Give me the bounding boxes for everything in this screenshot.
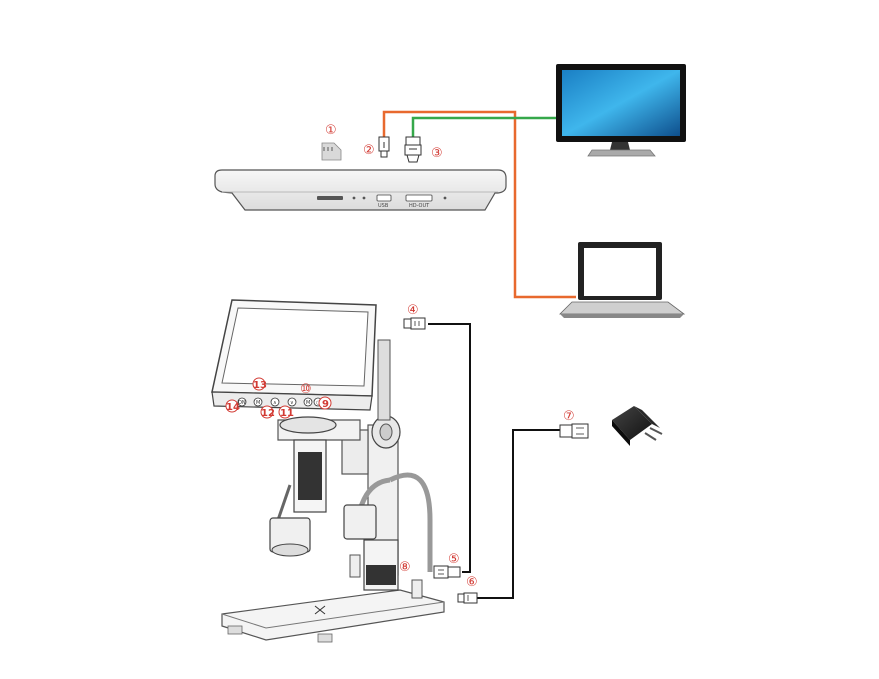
button-m2: M — [306, 400, 310, 406]
callout-7: ⑦ — [563, 409, 575, 424]
cable-black-upper — [428, 323, 471, 573]
callout-13: 13 — [253, 380, 267, 391]
monitor-icon — [556, 64, 686, 157]
display-panel-bottom-view — [214, 169, 507, 211]
microscope-icon — [211, 299, 445, 643]
callout-9: 9 — [322, 399, 329, 410]
usb-a-plug-icon — [433, 565, 461, 579]
cable-orange — [382, 110, 576, 299]
hdmi-connector-icon — [404, 136, 422, 163]
micro-usb-plug-icon — [457, 592, 478, 604]
callout-4: ④ — [407, 303, 419, 318]
button-down: ∨ — [290, 400, 294, 406]
usb-a-connector-icon — [559, 423, 589, 439]
callout-14: 14 — [226, 402, 240, 413]
power-adapter-icon — [612, 406, 663, 446]
callout-6: ⑥ — [466, 575, 478, 590]
sd-card-icon — [321, 142, 342, 161]
callout-3: ③ — [431, 146, 443, 161]
laptop-icon — [559, 242, 686, 318]
callout-8: ⑧ — [399, 560, 411, 575]
button-m: M — [256, 400, 260, 406]
callout-2: ② — [363, 143, 375, 158]
usb-connector-icon — [378, 136, 390, 158]
hdout-port-label: HD-OUT — [409, 203, 430, 209]
button-circle: ○ — [316, 400, 320, 406]
callout-12: 12 — [261, 408, 275, 419]
cable-green — [411, 116, 562, 138]
callout-11: 11 — [280, 408, 294, 419]
callout-1: ① — [325, 123, 337, 138]
button-up: ∧ — [273, 400, 277, 406]
usb-port-label: USB — [378, 203, 389, 209]
callout-5: ⑤ — [448, 552, 460, 567]
cable-black-lower — [477, 429, 560, 599]
callout-10: ⑩ — [300, 382, 312, 397]
button-on: ON — [238, 400, 246, 406]
micro-usb-connector-icon — [403, 317, 426, 330]
